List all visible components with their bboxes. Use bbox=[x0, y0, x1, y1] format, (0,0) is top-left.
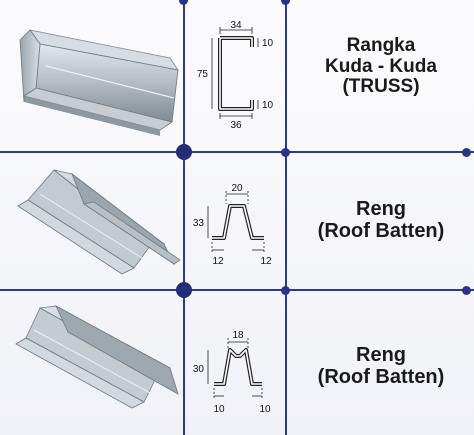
roof-batten-title: Reng (Roof Batten) bbox=[288, 344, 474, 388]
grid-line-vertical-2 bbox=[285, 0, 287, 435]
dim-right: 10 bbox=[259, 404, 271, 415]
grid-dot bbox=[281, 148, 290, 157]
grid-line-vertical-1 bbox=[183, 0, 185, 435]
title-line: Reng bbox=[356, 198, 406, 220]
roof-batten-photo bbox=[17, 169, 181, 275]
grid-dot bbox=[462, 286, 471, 295]
batten-profile-diagram-1: 20 33 12 12 bbox=[193, 183, 272, 267]
dim-right: 12 bbox=[260, 256, 272, 267]
title-line: (TRUSS) bbox=[342, 76, 420, 98]
truss-profile-diagram: 34 10 75 10 36 bbox=[197, 20, 274, 131]
title-line: Kuda - Kuda bbox=[325, 55, 437, 77]
grid-dot bbox=[281, 0, 290, 5]
dim-left: 10 bbox=[213, 404, 225, 415]
roof-batten-title: Reng (Roof Batten) bbox=[288, 198, 474, 242]
grid-line-horizontal-2 bbox=[0, 289, 474, 291]
batten-profile-diagram-2: 18 30 10 10 bbox=[193, 330, 271, 415]
dim-top: 34 bbox=[230, 20, 242, 31]
c-channel-photo bbox=[19, 29, 179, 136]
dim-lip-top: 10 bbox=[262, 38, 274, 49]
dim-height: 30 bbox=[193, 364, 205, 375]
truss-title: Rangka Kuda - Kuda (TRUSS) bbox=[288, 35, 474, 98]
grid-dot bbox=[462, 148, 471, 157]
dim-top: 20 bbox=[231, 183, 243, 194]
grid-line-horizontal-1 bbox=[0, 151, 474, 153]
roof-batten-photo bbox=[15, 305, 179, 409]
title-line: (Roof Batten) bbox=[317, 365, 445, 388]
dim-left: 12 bbox=[212, 256, 224, 267]
dim-bottom: 36 bbox=[230, 120, 242, 131]
grid-dot bbox=[176, 282, 192, 298]
dim-lip-bottom: 10 bbox=[262, 100, 274, 111]
grid-dot bbox=[281, 286, 290, 295]
title-line: (Roof Batten) bbox=[317, 219, 445, 242]
dim-height: 33 bbox=[193, 218, 205, 229]
title-line: Rangka bbox=[346, 35, 416, 56]
grid-dot bbox=[179, 0, 188, 5]
grid-dot bbox=[176, 144, 192, 160]
dim-height: 75 bbox=[197, 69, 209, 80]
title-line: Reng bbox=[356, 344, 406, 366]
dim-top: 18 bbox=[232, 330, 244, 341]
